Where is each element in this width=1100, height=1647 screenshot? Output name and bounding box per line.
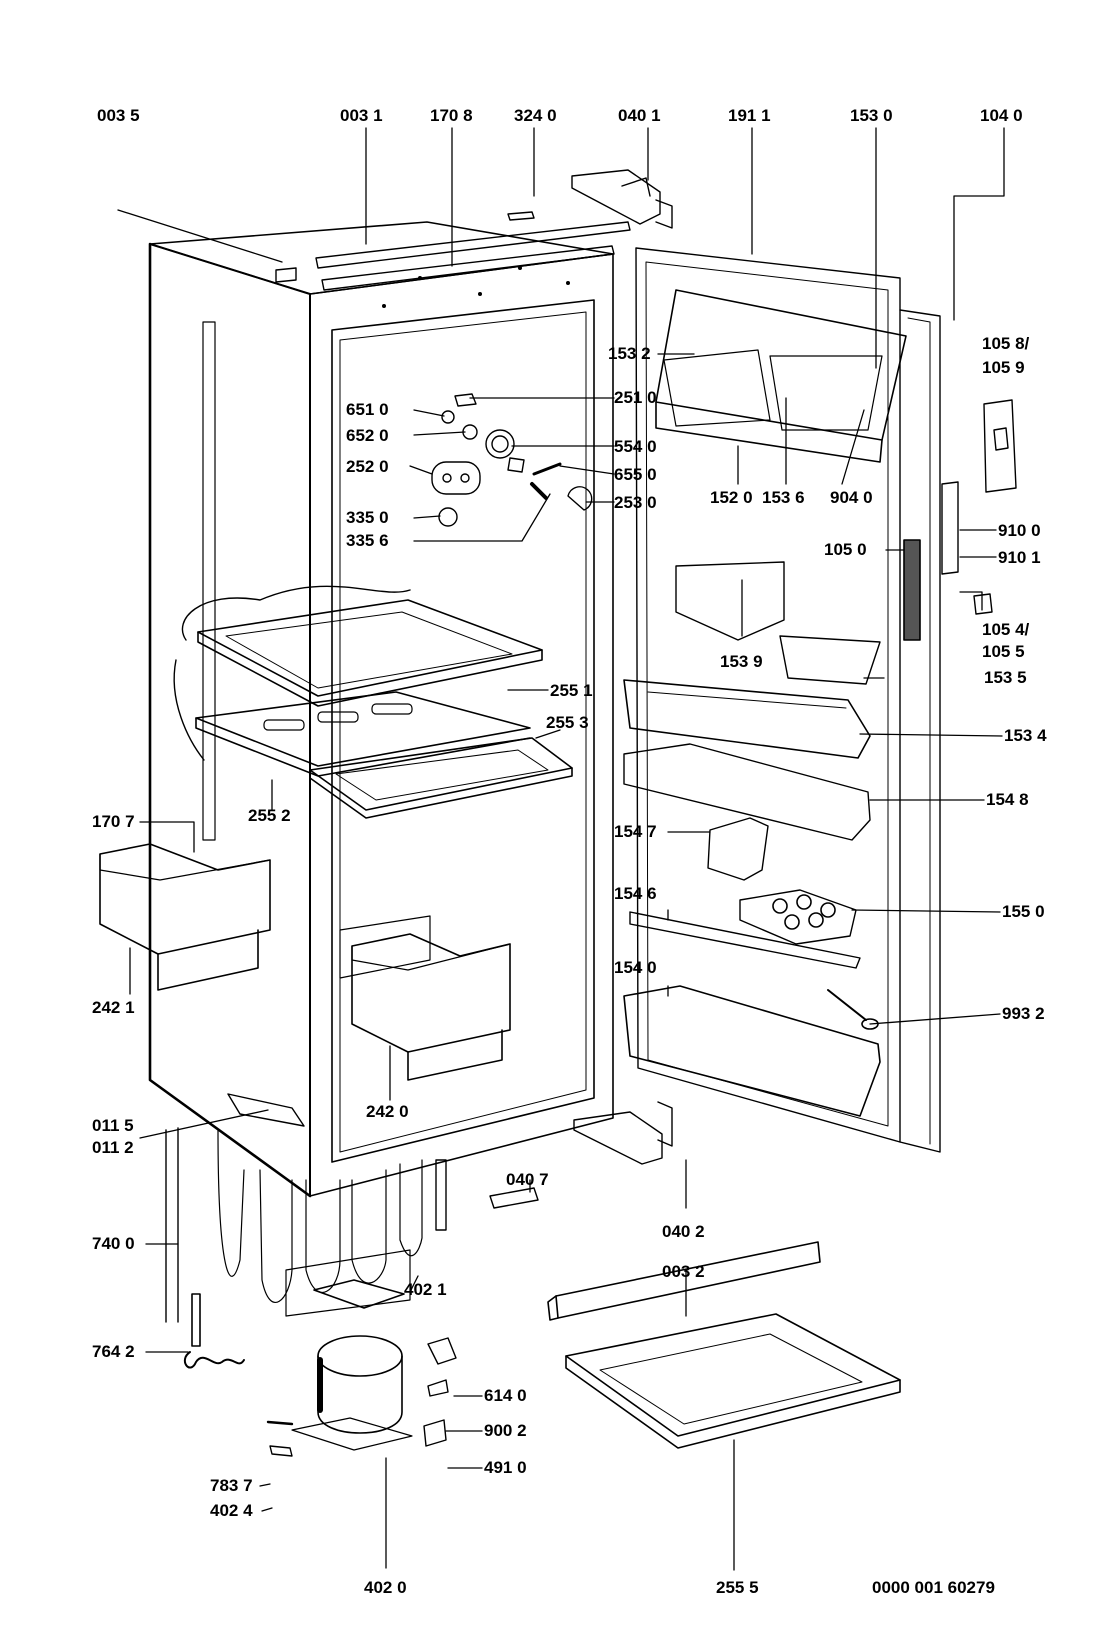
label-154-0: 154 0 [614, 958, 657, 977]
leader-lines [117, 127, 1005, 1571]
label-170-7: 170 7 [92, 812, 135, 831]
label-740-0: 740 0 [92, 1234, 135, 1253]
label-105-5: 105 5 [982, 642, 1025, 661]
label-402-1: 402 1 [404, 1280, 447, 1299]
label-154-7: 154 7 [614, 822, 657, 841]
condenser [165, 1093, 447, 1323]
label-104-0: 104 0 [980, 106, 1023, 125]
label-910-0: 910 0 [998, 521, 1041, 540]
label-040-2: 040 2 [662, 1222, 705, 1241]
label-242-0: 242 0 [366, 1102, 409, 1121]
label-402-4: 402 4 [210, 1501, 253, 1520]
label-554-0: 554 0 [614, 437, 657, 456]
label-105-8: 105 8/ [982, 334, 1030, 353]
label-251-0: 251 0 [614, 388, 657, 407]
label-003-5: 003 5 [97, 106, 140, 125]
label-153-2: 153 2 [608, 344, 651, 363]
label-335-0: 335 0 [346, 508, 389, 527]
label-255-5: 255 5 [716, 1578, 759, 1597]
compressor [184, 1249, 413, 1451]
label-651-0: 651 0 [346, 400, 389, 419]
label-153-4: 153 4 [1004, 726, 1047, 745]
label-153-0: 153 0 [850, 106, 893, 125]
label-255-1: 255 1 [550, 681, 593, 700]
label-910-1: 910 1 [998, 548, 1041, 567]
top-hinge [571, 169, 673, 229]
label-402-0: 402 0 [364, 1578, 407, 1597]
label-764-2: 764 2 [92, 1342, 135, 1361]
document-id: 0000 001 60279 [872, 1578, 995, 1597]
cabinet [148, 221, 614, 1198]
label-153-6: 153 6 [762, 488, 805, 507]
door-side-parts [941, 399, 1017, 615]
glass-shelves [173, 585, 573, 819]
bottom-hinge [489, 1101, 673, 1209]
label-003-1: 003 1 [340, 106, 383, 125]
small-electrical [266, 1337, 457, 1457]
label-011-2: 011 2 [92, 1138, 134, 1157]
label-655-0: 655 0 [614, 465, 657, 484]
label-255-3: 255 3 [546, 713, 589, 732]
crisper-bins [99, 843, 511, 1081]
label-170-8: 170 8 [430, 106, 473, 125]
label-324-0: 324 0 [514, 106, 557, 125]
label-003-2: 003 2 [662, 1262, 705, 1281]
label-153-5: 153 5 [984, 668, 1027, 687]
label-105-0: 105 0 [824, 540, 867, 559]
label-783-7: 783 7 [210, 1476, 253, 1495]
label-152-0: 152 0 [710, 488, 753, 507]
door [623, 247, 941, 1153]
label-900-2: 900 2 [484, 1421, 527, 1440]
label-904-0: 904 0 [830, 488, 873, 507]
label-652-0: 652 0 [346, 426, 389, 445]
label-155-0: 155 0 [1002, 902, 1045, 921]
label-105-4: 105 4/ [982, 620, 1030, 639]
label-255-2: 255 2 [248, 806, 291, 825]
thermostat-parts [431, 393, 593, 527]
label-011-5: 011 5 [92, 1116, 134, 1135]
label-105-9: 105 9 [982, 358, 1025, 377]
label-491-0: 491 0 [484, 1458, 527, 1477]
label-252-0: 252 0 [346, 457, 389, 476]
label-154-8: 154 8 [986, 790, 1029, 809]
label-191-1: 191 1 [728, 106, 771, 125]
top-trims [275, 211, 631, 291]
label-335-6: 335 6 [346, 531, 389, 550]
label-242-1: 242 1 [92, 998, 135, 1017]
label-614-0: 614 0 [484, 1386, 527, 1405]
label-253-0: 253 0 [614, 493, 657, 512]
label-993-2: 993 2 [1002, 1004, 1045, 1023]
label-040-1: 040 1 [618, 106, 661, 125]
label-154-6: 154 6 [614, 884, 657, 903]
label-153-9: 153 9 [720, 652, 763, 671]
label-040-7: 040 7 [506, 1170, 549, 1189]
plinth-and-glass [547, 1241, 901, 1449]
